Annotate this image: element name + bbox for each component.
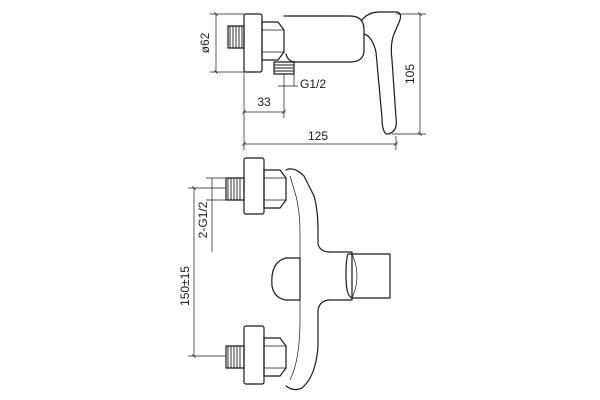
mixer-body-inner xyxy=(289,175,301,381)
upper-inlet-thread xyxy=(225,177,245,201)
side-inlet-thread-lines xyxy=(229,26,243,48)
dim-inlet-threads-label: 2-G1/2 xyxy=(196,201,210,238)
mixer-body xyxy=(285,168,353,391)
side-view: ø62 G1/2 33 105 125 xyxy=(198,11,426,150)
dim-diameter-label: ø62 xyxy=(198,32,212,53)
dim-length-label: 125 xyxy=(308,129,328,143)
side-flange xyxy=(243,13,263,73)
dim-depth-label: 105 xyxy=(403,64,417,84)
side-hex-nut xyxy=(261,21,285,61)
side-valve-body xyxy=(283,15,365,63)
front-lever-handle xyxy=(345,253,391,299)
upper-flange xyxy=(243,157,265,215)
dim-offset-label: 33 xyxy=(257,95,271,109)
lower-flange xyxy=(243,325,265,385)
lower-hex-nut xyxy=(263,337,287,377)
dim-thread-label: G1/2 xyxy=(300,77,326,91)
upper-hex-nut xyxy=(263,169,287,209)
front-view: 2-G1/2 150±15 xyxy=(178,157,391,391)
lower-inlet-thread xyxy=(225,345,245,369)
cartridge-dome xyxy=(271,257,301,301)
dim-centers-label: 150±15 xyxy=(178,266,192,306)
side-lever-handle xyxy=(361,11,402,135)
